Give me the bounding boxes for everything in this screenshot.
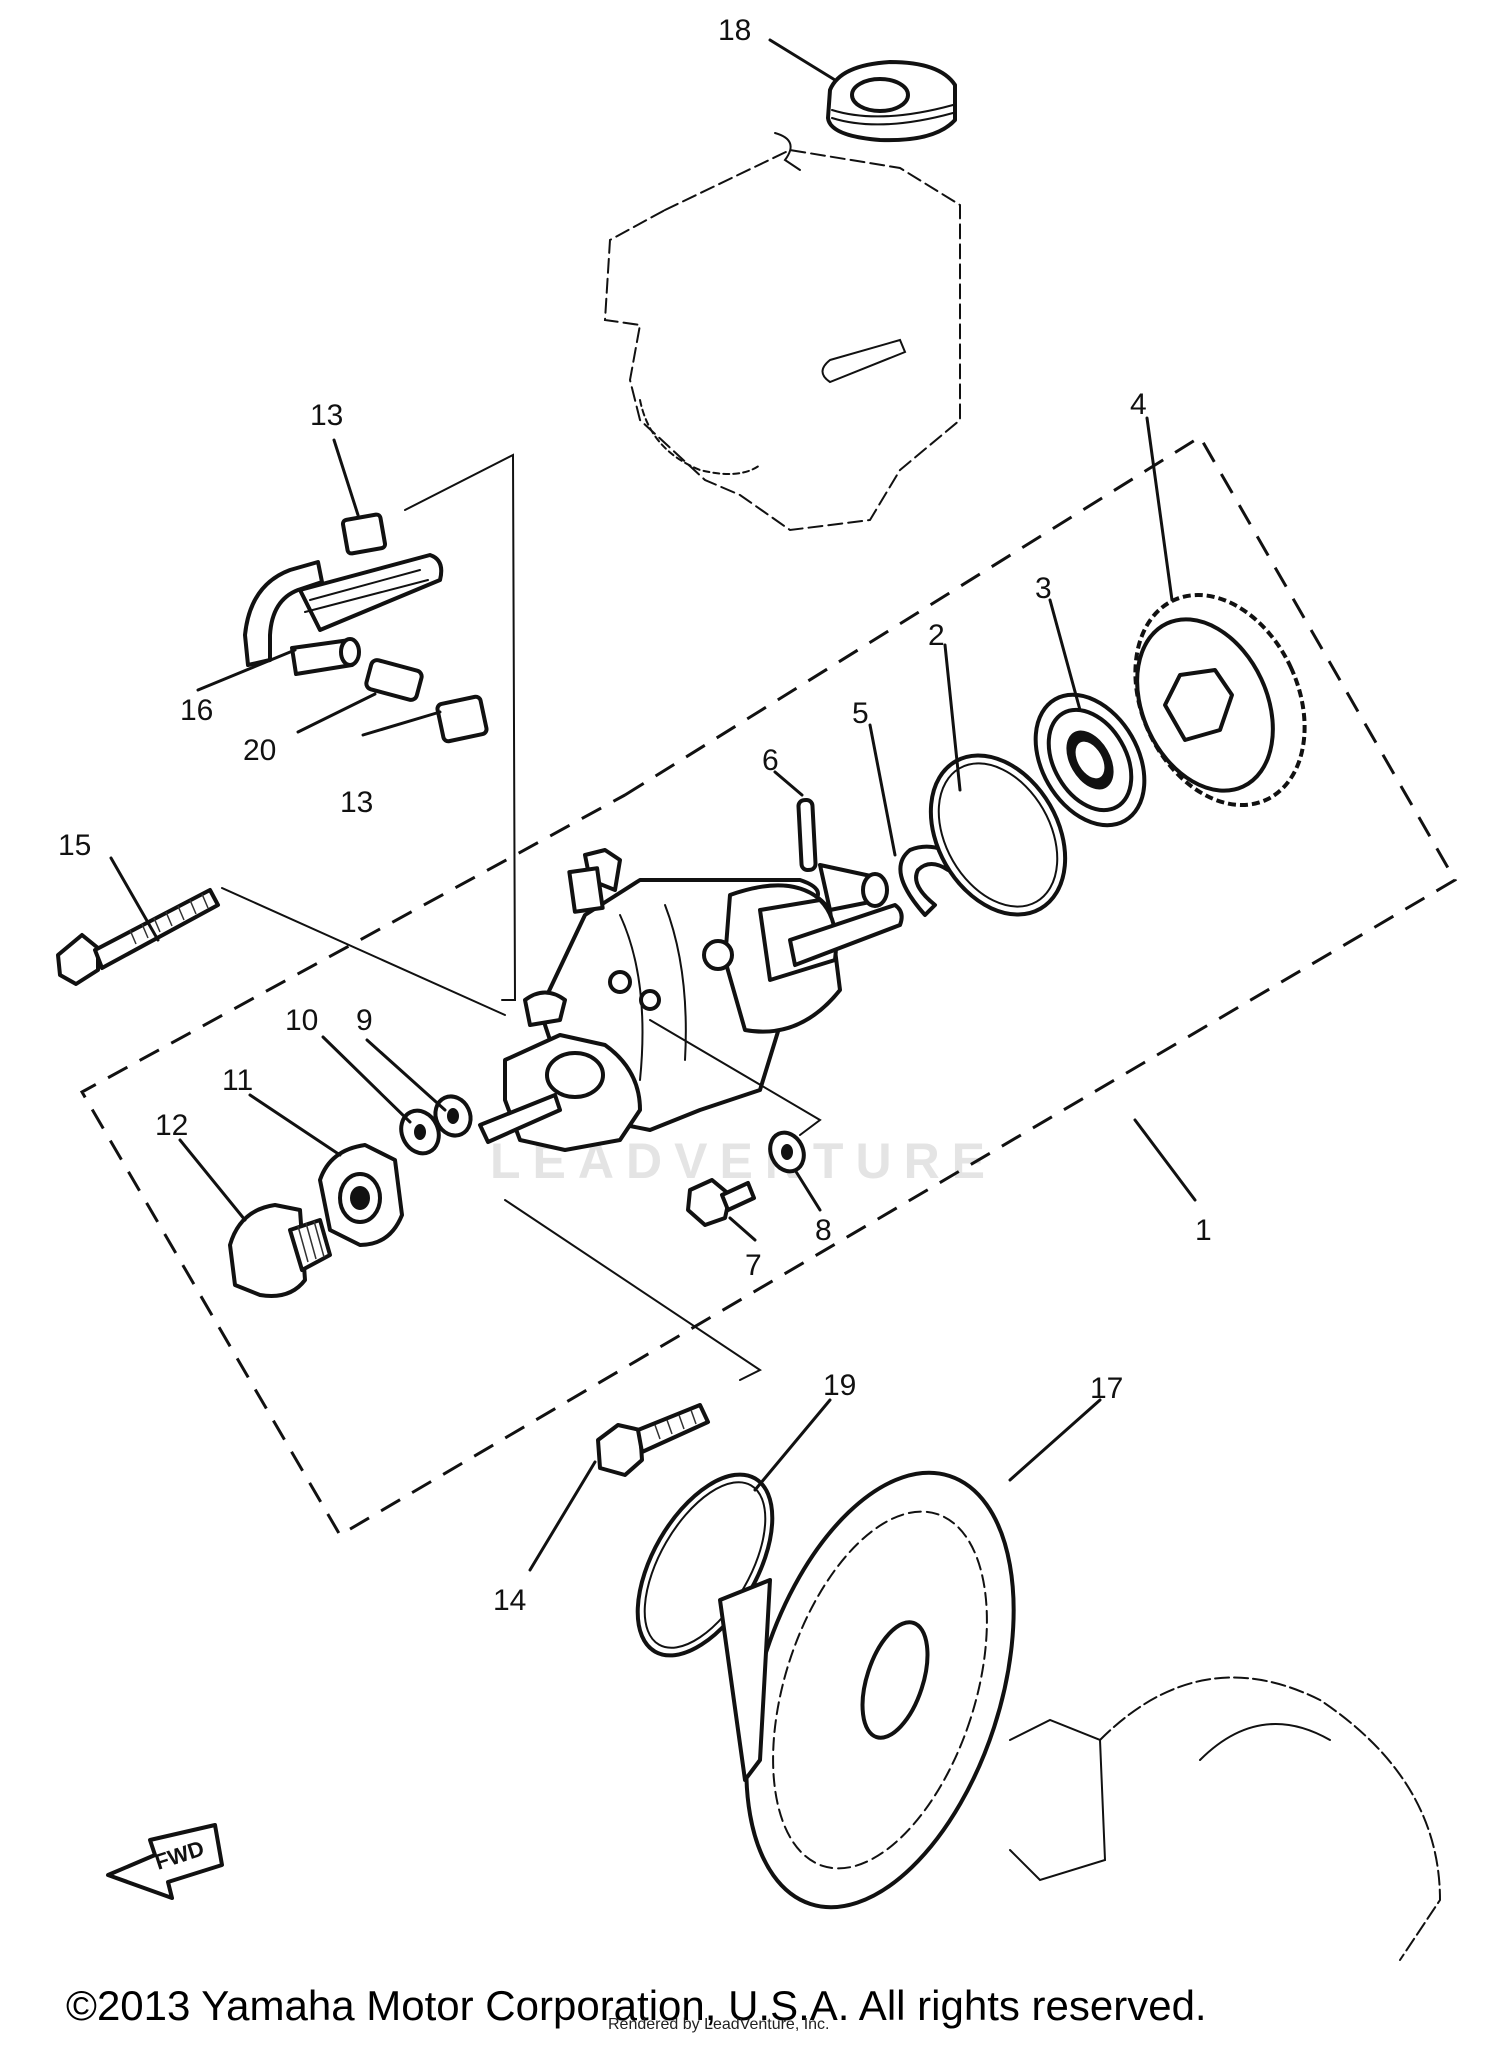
callout-18: 17: [1090, 1372, 1123, 1405]
oil-pump-body: [478, 848, 904, 1152]
callout-10: 10: [285, 1004, 318, 1037]
gear-part-4: [1133, 592, 1307, 808]
callout-labels: 18 4 3 2 5 6 1 7 8 9 10 11 12 13 13 16 2…: [58, 14, 1212, 1617]
crankshaft-outline: [1009, 1676, 1442, 1961]
callout-12: 12: [155, 1109, 188, 1142]
bolt-part-15: [56, 888, 220, 986]
hose-part-13-lower: [435, 694, 489, 744]
pipe-joint-part-20: [364, 658, 424, 702]
bolt-15-leader-line: [221, 887, 506, 1016]
hose-leader-line: [404, 453, 517, 1001]
hose-part-13-upper: [340, 512, 388, 556]
forward-arrow-icon: FWD: [106, 1823, 224, 1900]
banjo-bolt-part-12: [228, 1203, 332, 1298]
bearing-part-3: [1033, 692, 1147, 828]
cap-part-17: [826, 60, 957, 143]
assembly-dashed-outline: [79, 434, 1458, 1538]
callout-15: 15: [58, 829, 91, 862]
callout-2: 2: [928, 619, 945, 652]
callout-6: 6: [762, 744, 779, 777]
callout-19: 19: [823, 1369, 856, 1402]
pump-screw-leader-lines: [504, 1019, 822, 1381]
callout-16: 16: [180, 694, 213, 727]
oil-pipe-part-16: [243, 553, 444, 676]
callout-8: 8: [815, 1214, 832, 1247]
crankcase-outline: [603, 132, 961, 532]
callout-17: 18: [718, 14, 751, 47]
o-ring-part-2: [928, 753, 1068, 917]
callout-7: 7: [745, 1249, 762, 1282]
callout-13-lower: 13: [340, 786, 373, 819]
callout-11: 11: [222, 1064, 253, 1097]
callout-4: 4: [1130, 388, 1147, 421]
callout-5: 5: [852, 697, 869, 730]
nut-part-11: [318, 1143, 404, 1247]
pin-part-6: [796, 797, 818, 873]
rotor-part-18: [718, 1470, 1016, 1910]
bolt-part-14: [596, 1403, 710, 1477]
callout-13-upper: 13: [310, 399, 343, 432]
copyright-notice: ©2013 Yamaha Motor Corporation, U.S.A. A…: [66, 1982, 1207, 2029]
rendered-by-credit: Rendered by LeadVenture, Inc.: [608, 2016, 830, 2033]
callout-1: 1: [1195, 1214, 1212, 1247]
callout-20: 20: [243, 734, 276, 767]
screw-part-7: [686, 1178, 756, 1227]
callout-3: 3: [1035, 572, 1052, 605]
callout-14: 14: [493, 1584, 526, 1617]
callout-9: 9: [356, 1004, 373, 1037]
callout-leader-lines: [109, 38, 1197, 1572]
